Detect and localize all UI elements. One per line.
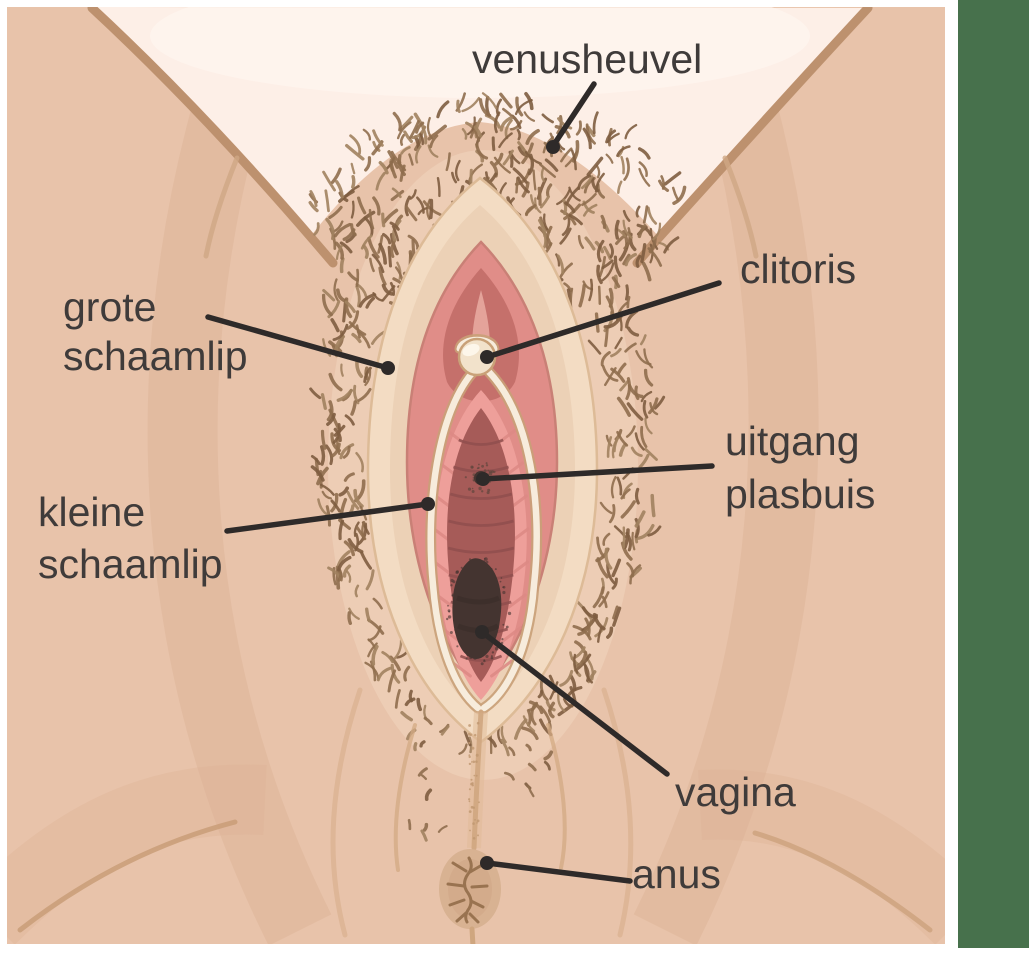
green-sidebar-strip bbox=[958, 0, 1029, 948]
leader-line-venusheuvel bbox=[550, 81, 597, 149]
leader-dot-uitgang-plasbuis bbox=[476, 472, 490, 486]
label-text-vagina: vagina bbox=[675, 769, 796, 815]
anus-star-lines bbox=[446, 856, 489, 924]
vaginal-opening bbox=[452, 558, 502, 659]
leader-dot-venusheuvel bbox=[546, 140, 560, 154]
label-text-clitoris: clitoris bbox=[740, 246, 856, 292]
label-kleine-schaamlip: kleine schaamlip bbox=[38, 489, 435, 587]
vaginal-opening-shade1 bbox=[456, 595, 501, 605]
label-text-grote-schaamlip: schaamlip bbox=[63, 333, 248, 379]
label-text-kleine-schaamlip: schaamlip bbox=[38, 541, 223, 587]
illustration bbox=[7, 7, 945, 944]
label-anus: anus bbox=[480, 851, 721, 897]
leader-line-clitoris bbox=[484, 280, 722, 360]
cream-highlight bbox=[150, 7, 810, 98]
label-uitgang-plasbuis: uitgang plasbuis bbox=[476, 418, 875, 517]
leader-line-grote-schaamlip bbox=[205, 314, 391, 371]
label-venusheuvel: venusheuvel bbox=[472, 36, 702, 154]
label-text-anus: anus bbox=[632, 851, 721, 897]
label-text-kleine: kleine bbox=[38, 489, 145, 535]
raphe-below-anus bbox=[469, 926, 476, 944]
label-vagina: vagina bbox=[475, 625, 796, 815]
anus-oval-inner bbox=[448, 859, 492, 919]
label-text-grote: grote bbox=[63, 284, 156, 330]
raphe-stipple bbox=[467, 721, 480, 840]
label-text-uitgang: uitgang bbox=[725, 418, 860, 464]
leader-dot-clitoris bbox=[480, 350, 494, 364]
leader-dot-vagina bbox=[475, 625, 489, 639]
perineum-folds bbox=[330, 687, 634, 938]
clitoris-highlight bbox=[462, 343, 480, 357]
leader-line-uitgang-plasbuis bbox=[480, 463, 715, 482]
label-text-plasbuis: plasbuis bbox=[725, 471, 875, 517]
skin-shading bbox=[7, 90, 945, 944]
label-grote-schaamlip: grote schaamlip bbox=[63, 284, 395, 379]
leader-dot-grote-schaamlip bbox=[381, 361, 395, 375]
label-text-venusheuvel: venusheuvel bbox=[472, 36, 702, 82]
leader-dot-kleine-schaamlip bbox=[421, 497, 435, 511]
perineal-raphe bbox=[471, 709, 484, 851]
label-clitoris: clitoris bbox=[480, 246, 856, 364]
labels: venusheuvel grote schaamlip clitoris uit… bbox=[38, 36, 875, 897]
leader-dot-anus bbox=[480, 856, 494, 870]
groin-creases bbox=[17, 7, 933, 933]
leader-line-anus bbox=[484, 860, 633, 884]
leader-line-kleine-schaamlip bbox=[224, 501, 431, 534]
leader-line-vagina bbox=[479, 629, 670, 777]
